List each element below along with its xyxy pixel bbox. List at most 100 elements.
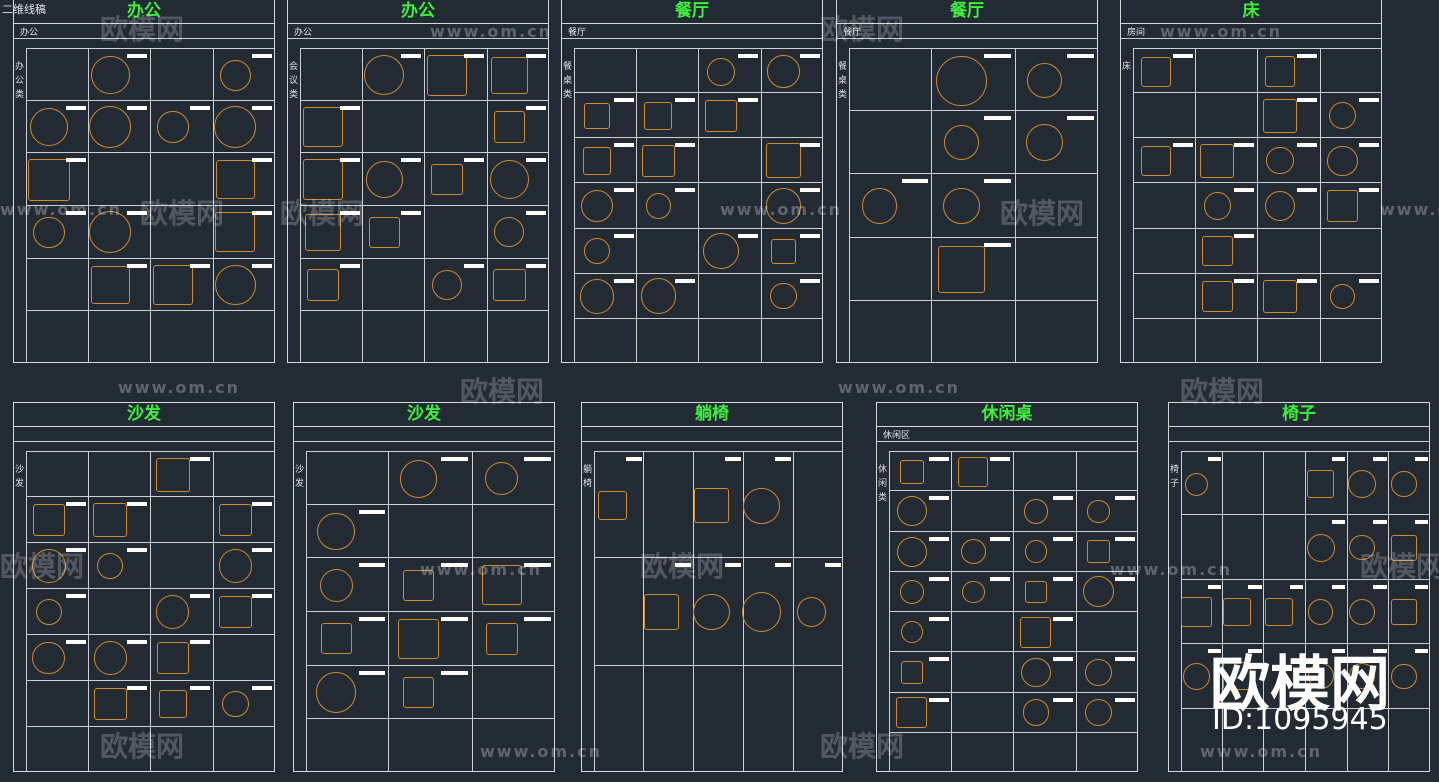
furniture-cell[interactable] [1015, 48, 1097, 112]
furniture-cell[interactable] [26, 543, 89, 589]
furniture-cell[interactable] [574, 93, 637, 139]
furniture-cell[interactable] [151, 153, 214, 206]
furniture-cell[interactable] [1222, 515, 1265, 580]
furniture-cell[interactable] [1320, 48, 1381, 94]
furniture-cell[interactable] [889, 571, 952, 612]
furniture-cell[interactable] [1223, 708, 1265, 771]
furniture-cell[interactable] [794, 558, 842, 666]
furniture-cell[interactable] [488, 311, 549, 362]
furniture-cell[interactable] [1016, 301, 1097, 362]
furniture-cell[interactable] [472, 505, 554, 559]
furniture-cell[interactable] [26, 589, 89, 635]
furniture-cell[interactable] [26, 206, 89, 259]
furniture-cell[interactable] [1076, 491, 1137, 532]
furniture-cell[interactable] [88, 451, 151, 497]
furniture-cell[interactable] [1347, 515, 1390, 580]
furniture-cell[interactable] [699, 48, 762, 94]
furniture-cell[interactable] [761, 138, 822, 184]
furniture-cell[interactable] [213, 681, 274, 727]
furniture-cell[interactable] [889, 451, 952, 492]
furniture-cell[interactable] [574, 48, 637, 94]
furniture-cell[interactable] [425, 100, 488, 154]
furniture-cell[interactable] [425, 206, 488, 259]
furniture-cell[interactable] [951, 451, 1014, 492]
furniture-cell[interactable] [1264, 451, 1306, 516]
furniture-cell[interactable] [88, 206, 151, 259]
furniture-cell[interactable] [951, 531, 1014, 572]
furniture-cell[interactable] [1195, 138, 1258, 184]
furniture-cell[interactable] [214, 727, 275, 771]
furniture-cell[interactable] [487, 153, 548, 206]
furniture-cell[interactable] [1258, 318, 1321, 362]
furniture-cell[interactable] [1321, 319, 1382, 362]
drawing-sheet[interactable]: 办公办公办公类 [13, 0, 275, 363]
furniture-cell[interactable] [1133, 228, 1196, 274]
furniture-cell[interactable] [300, 48, 363, 101]
furniture-cell[interactable] [1015, 238, 1097, 301]
furniture-cell[interactable] [1222, 644, 1265, 709]
furniture-cell[interactable] [472, 451, 554, 505]
furniture-cell[interactable] [1014, 612, 1077, 653]
furniture-cell[interactable] [694, 665, 744, 771]
furniture-cell[interactable] [88, 48, 151, 101]
furniture-cell[interactable] [1076, 451, 1137, 492]
furniture-cell[interactable] [636, 138, 699, 184]
furniture-cell[interactable] [952, 732, 1014, 771]
furniture-cell[interactable] [1015, 111, 1097, 175]
furniture-cell[interactable] [88, 258, 151, 312]
furniture-cell[interactable] [1133, 138, 1196, 184]
furniture-cell[interactable] [425, 153, 488, 206]
furniture-cell[interactable] [300, 153, 363, 206]
furniture-cell[interactable] [151, 681, 214, 727]
furniture-cell[interactable] [306, 665, 390, 720]
furniture-cell[interactable] [849, 111, 933, 175]
furniture-cell[interactable] [1133, 183, 1196, 229]
furniture-cell[interactable] [762, 319, 823, 362]
furniture-cell[interactable] [1258, 48, 1321, 94]
furniture-cell[interactable] [932, 111, 1016, 175]
furniture-cell[interactable] [1264, 644, 1306, 709]
furniture-cell[interactable] [932, 300, 1016, 362]
furniture-cell[interactable] [743, 451, 794, 559]
furniture-cell[interactable] [151, 589, 214, 635]
furniture-cell[interactable] [951, 571, 1014, 612]
furniture-cell[interactable] [389, 719, 473, 771]
furniture-cell[interactable] [1320, 138, 1381, 184]
furniture-cell[interactable] [1076, 572, 1137, 612]
furniture-cell[interactable] [26, 635, 89, 681]
furniture-cell[interactable] [487, 259, 548, 312]
furniture-cell[interactable] [1076, 693, 1137, 733]
furniture-cell[interactable] [1258, 228, 1321, 274]
furniture-cell[interactable] [1264, 579, 1306, 645]
furniture-cell[interactable] [26, 48, 89, 101]
furniture-cell[interactable] [1389, 709, 1429, 771]
furniture-cell[interactable] [389, 665, 473, 720]
furniture-cell[interactable] [151, 727, 214, 771]
furniture-cell[interactable] [1264, 515, 1306, 580]
furniture-cell[interactable] [1195, 228, 1258, 274]
furniture-cell[interactable] [699, 228, 762, 274]
furniture-cell[interactable] [26, 727, 89, 771]
furniture-cell[interactable] [306, 719, 390, 771]
furniture-cell[interactable] [88, 589, 151, 635]
furniture-cell[interactable] [213, 101, 274, 154]
furniture-cell[interactable] [1077, 733, 1138, 771]
furniture-cell[interactable] [362, 48, 425, 101]
furniture-cell[interactable] [794, 451, 842, 559]
drawing-sheet[interactable]: 餐厅餐厅餐桌类 [561, 0, 823, 363]
furniture-cell[interactable] [1347, 451, 1390, 516]
furniture-cell[interactable] [1015, 174, 1097, 238]
furniture-cell[interactable] [151, 311, 214, 362]
furniture-cell[interactable] [300, 258, 363, 312]
furniture-cell[interactable] [1389, 644, 1429, 709]
furniture-cell[interactable] [636, 273, 699, 319]
furniture-cell[interactable] [487, 48, 548, 101]
drawing-sheet[interactable]: 休闲桌休闲区休闲类 [876, 402, 1138, 772]
furniture-cell[interactable] [151, 543, 214, 589]
furniture-cell[interactable] [1133, 273, 1196, 319]
furniture-cell[interactable] [889, 692, 952, 733]
drawing-sheet[interactable]: 躺椅躺椅 [581, 402, 843, 772]
furniture-cell[interactable] [362, 206, 425, 259]
furniture-cell[interactable] [389, 504, 473, 559]
furniture-cell[interactable] [1014, 451, 1077, 492]
